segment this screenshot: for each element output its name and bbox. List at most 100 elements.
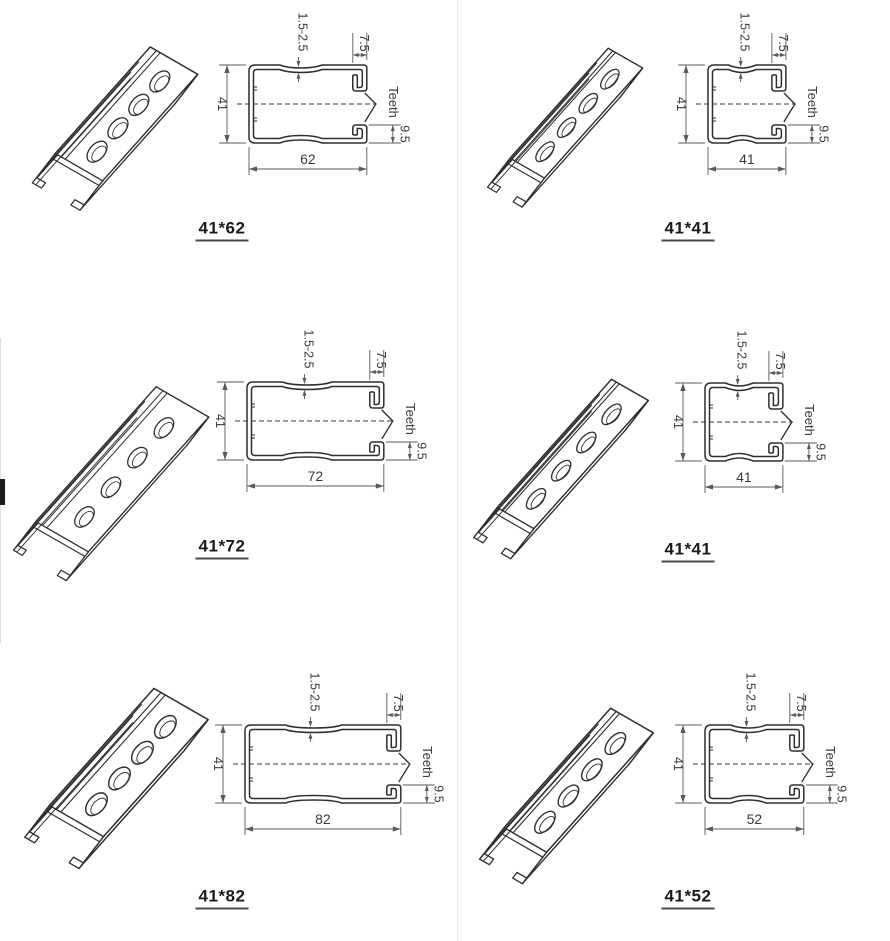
dim-arrow <box>296 72 301 79</box>
edge-line <box>64 52 161 160</box>
dim-arrow <box>680 725 686 734</box>
dim-arrow <box>777 166 786 172</box>
dimension-thickness: 1.5-2.5 <box>738 13 752 83</box>
dimension-height: 41 <box>211 724 242 804</box>
dim-arrow <box>407 441 412 448</box>
teeth-label: Teeth <box>403 403 418 435</box>
dim-arrow <box>744 732 749 739</box>
slot-hole-inner <box>113 771 130 790</box>
dimension-thickness: 1.5-2.5 <box>735 331 749 401</box>
slotted-top-face <box>35 386 210 553</box>
edge-line <box>516 52 616 163</box>
outer-top-edge <box>254 64 368 92</box>
teeth-label: Teeth <box>805 86 820 118</box>
lip-hook-right <box>500 547 516 560</box>
size-label: 41*52 <box>661 886 715 910</box>
dim-lip-label: 7.5 <box>357 34 371 51</box>
dim-arrow <box>683 134 689 143</box>
dim-arrow <box>704 484 713 490</box>
dimension-return: 9.5 <box>402 784 445 804</box>
dimension-thickness: 1.5-2.5 <box>301 330 315 400</box>
dim-arrow <box>377 370 384 374</box>
lip-hook-right <box>68 856 85 870</box>
isometric-channel-drawing <box>12 386 210 582</box>
slot-hole-inner <box>136 746 153 764</box>
dim-lip-label: 7.5 <box>773 352 787 369</box>
outer-top-edge <box>252 381 385 409</box>
inner-top-edge <box>712 728 801 749</box>
dim-arrow <box>704 826 713 832</box>
inner-top-edge <box>712 386 780 407</box>
slot-hole-inner <box>555 464 571 481</box>
column-divider <box>457 0 458 941</box>
dim-arrow <box>744 721 749 728</box>
dim-arrow <box>390 124 395 131</box>
lip-hook-left <box>24 830 40 844</box>
dim-lip-label: 7.5 <box>374 351 388 368</box>
dimension-width: 72 <box>246 463 385 492</box>
side-wall-face <box>79 73 199 211</box>
dim-arrow <box>386 713 393 717</box>
edge-line <box>476 404 593 534</box>
slotted-top-face <box>54 46 199 182</box>
dimension-thickness: 1.5-2.5 <box>295 13 309 83</box>
dim-arrow <box>352 53 359 57</box>
dim-arrow <box>248 166 257 172</box>
dim-arrow <box>809 124 814 131</box>
dim-width-label: 52 <box>747 811 763 827</box>
left-wall-ribs <box>249 746 253 782</box>
dim-arrow <box>244 826 253 832</box>
dim-arrow <box>827 796 832 803</box>
dim-arrow <box>222 451 228 460</box>
slot-holes <box>84 714 177 817</box>
size-label: 41*72 <box>195 536 249 560</box>
dim-arrow <box>424 784 429 791</box>
page-edge-mark <box>0 479 5 505</box>
dim-arrow <box>394 713 401 717</box>
end-hooks <box>12 544 71 582</box>
dim-arrow <box>424 796 429 803</box>
edge-line <box>24 400 146 537</box>
dim-arrow <box>246 483 255 489</box>
dim-thickness-label: 1.5-2.5 <box>738 13 752 52</box>
slotted-top-face <box>496 378 649 530</box>
left-wall-ribs <box>712 86 716 122</box>
size-label: 41*62 <box>195 219 249 242</box>
dimension-height: 41 <box>215 64 246 144</box>
size-label-text: 41*41 <box>664 218 712 238</box>
side-wall-face <box>521 732 654 885</box>
slot-hole-inner <box>530 492 546 509</box>
slot-hole-inner <box>604 73 619 89</box>
lip-edge-line <box>16 417 138 553</box>
edge-line <box>482 734 591 855</box>
end-thickness-line <box>506 162 542 184</box>
dim-arrow <box>797 713 804 717</box>
edge-line <box>35 71 132 179</box>
dim-thickness-label: 1.5-2.5 <box>307 673 321 712</box>
dim-return-label: 9.5 <box>431 785 445 802</box>
dimension-return: 9.5 <box>784 442 827 462</box>
profile-outline <box>246 381 394 461</box>
size-label-text: 41*72 <box>198 536 246 556</box>
end-hooks <box>473 531 516 560</box>
end-thickness-line <box>51 157 100 186</box>
dim-arrow <box>369 370 376 374</box>
slot-hole-inner <box>586 763 602 781</box>
slot-holes <box>74 417 175 528</box>
lip-edge-line <box>28 721 134 840</box>
slotted-top-face <box>509 47 644 179</box>
dim-height-label: 41 <box>213 414 227 428</box>
end-hooks <box>31 177 85 211</box>
outer-bottom-edge <box>250 784 402 804</box>
slot-hole-inner <box>133 98 149 115</box>
edge-line <box>490 72 590 184</box>
dim-arrow <box>795 826 804 832</box>
dimension-return: 9.5 <box>805 784 848 804</box>
size-label-text: 41*52 <box>664 886 712 906</box>
slot-hole-inner <box>105 481 121 497</box>
inner-bottom-edge <box>252 787 398 800</box>
teeth-serration <box>780 410 793 441</box>
edge-line <box>514 50 614 162</box>
dim-arrow <box>827 784 832 791</box>
